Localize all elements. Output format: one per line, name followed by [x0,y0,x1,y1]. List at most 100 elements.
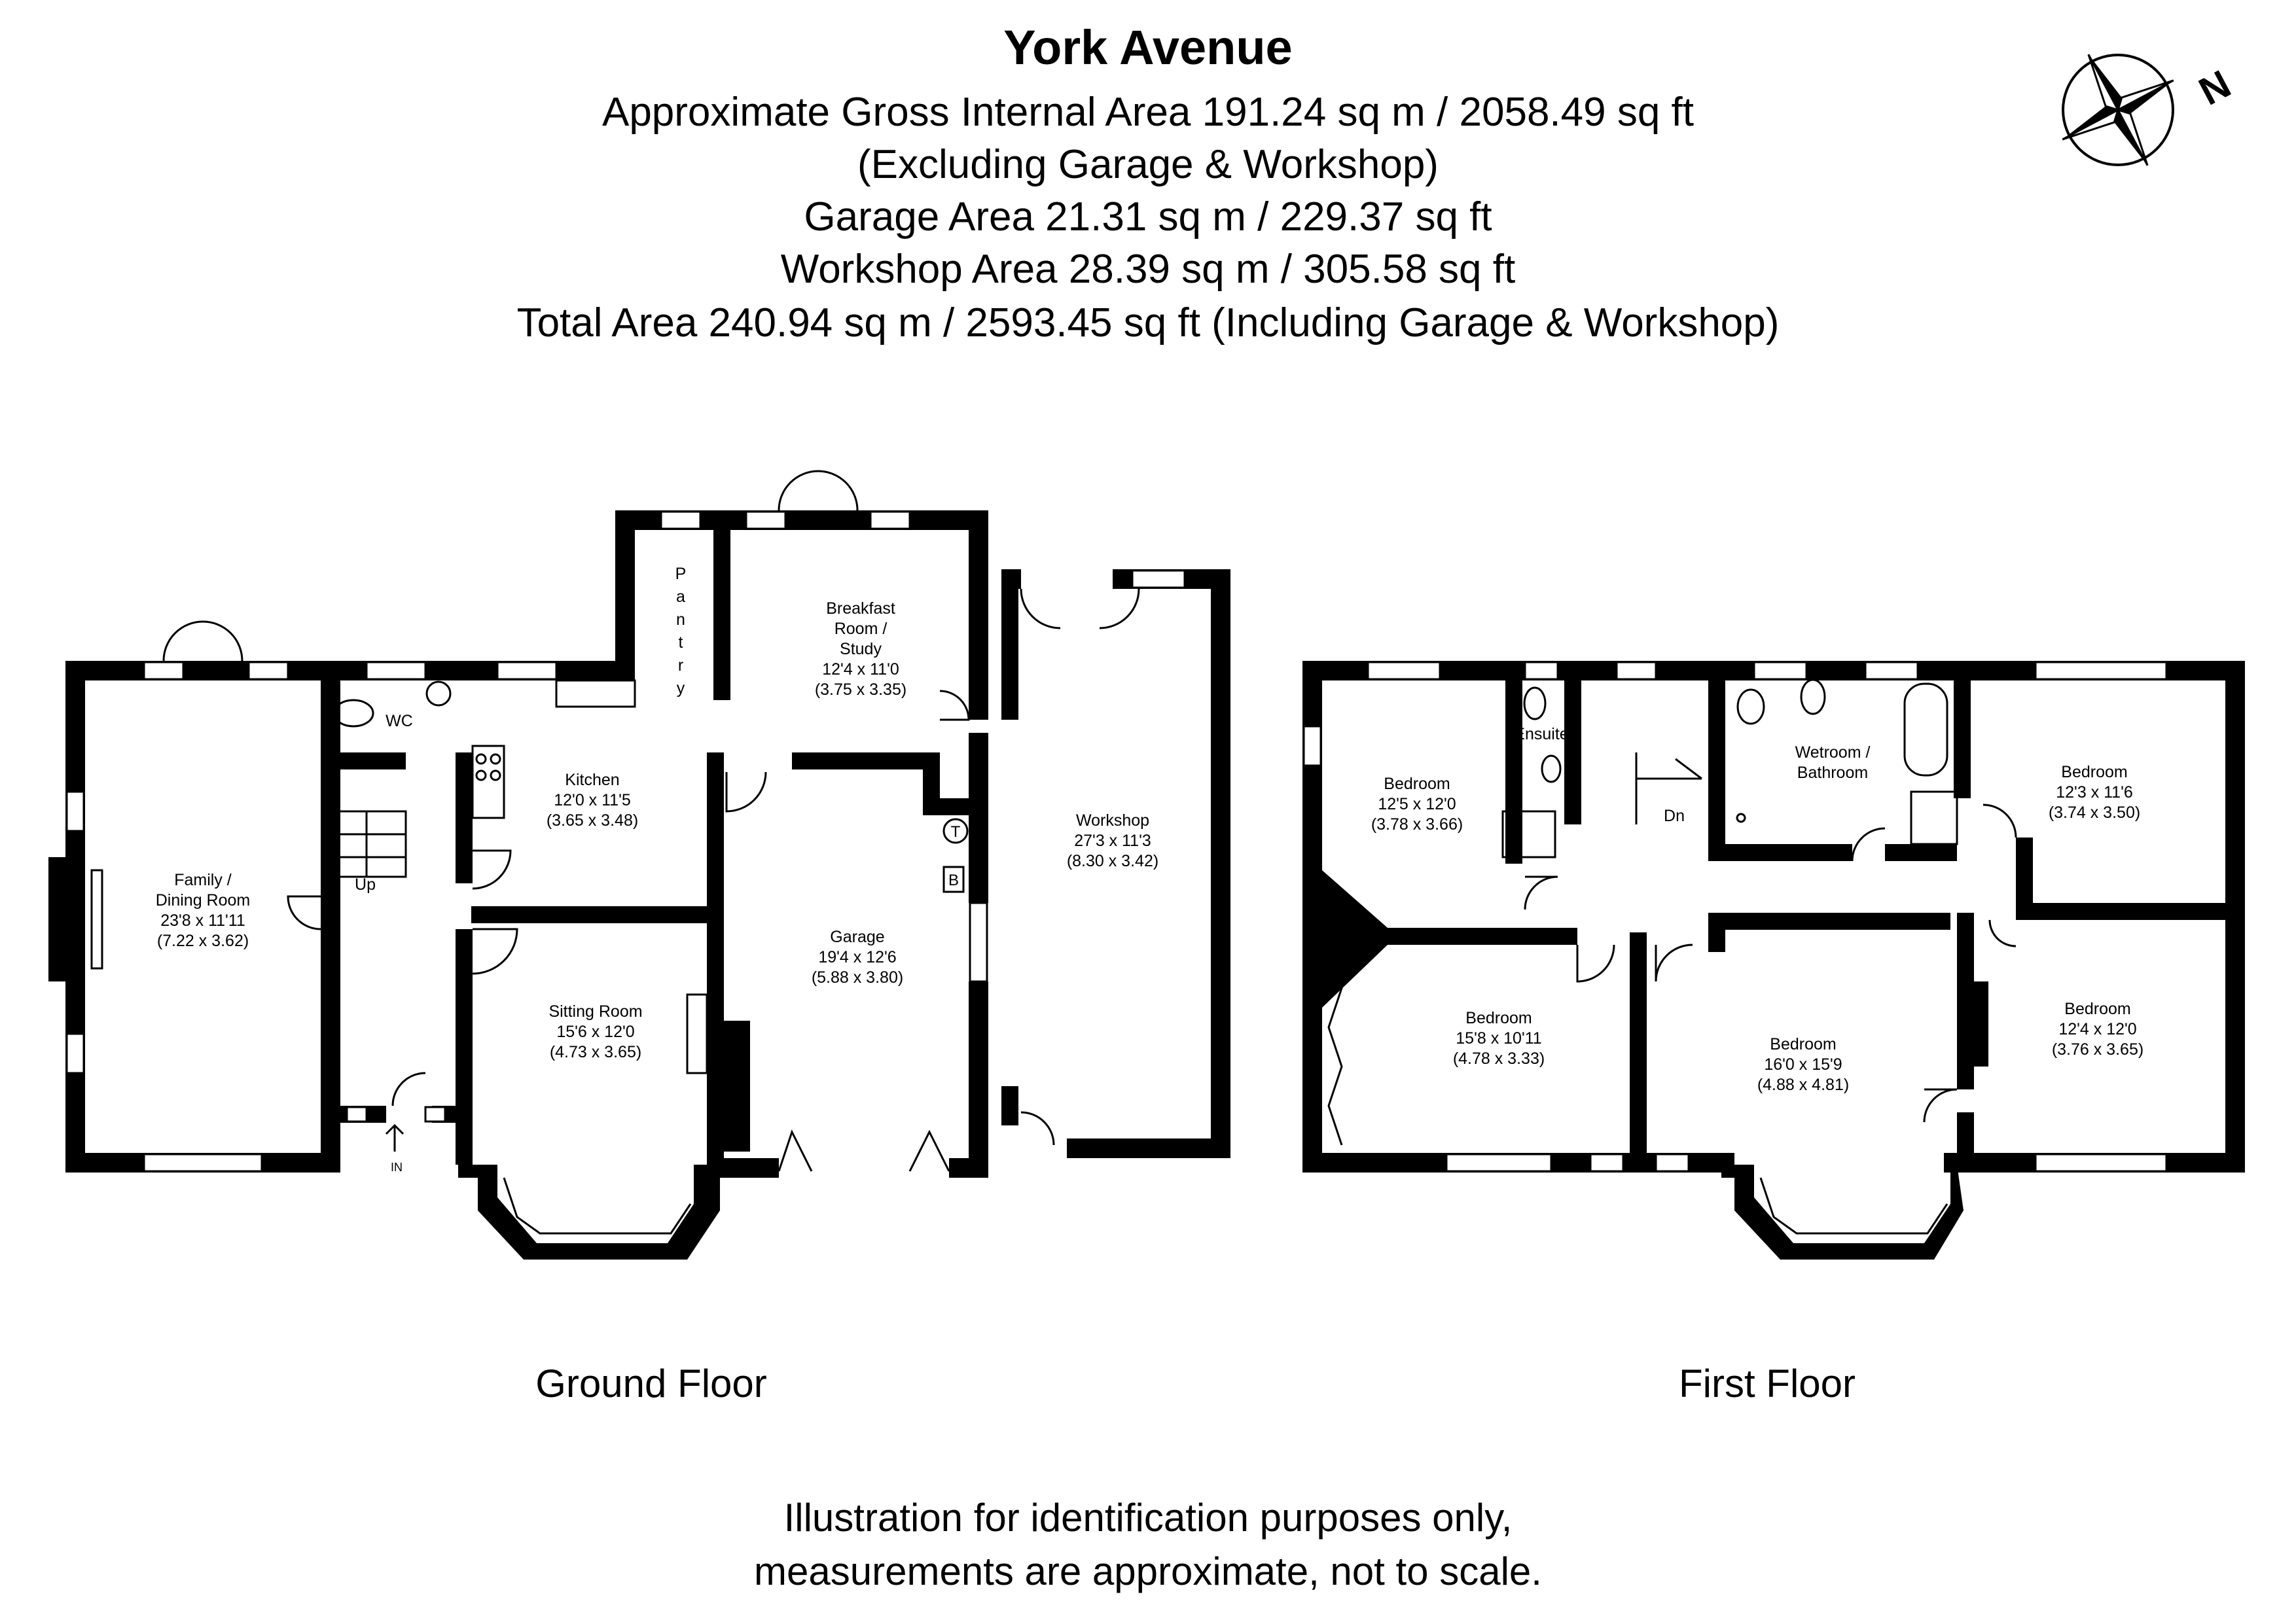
svg-text:19'4 x 12'6: 19'4 x 12'6 [818,948,896,966]
door [287,895,321,930]
wall [1885,844,1957,861]
sink-icon [555,679,636,708]
svg-text:12'3 x 11'6: 12'3 x 11'6 [2056,783,2133,802]
svg-text:Sitting Room: Sitting Room [548,1002,642,1021]
compass-north-label: N [2192,62,2238,114]
window [424,1106,446,1123]
room-garage: Garage 19'4 x 12'6 (5.88 x 3.80) [812,928,903,987]
toilet-icon [332,699,374,728]
wall [969,510,988,720]
window [745,510,787,530]
svg-text:Dining Room: Dining Room [156,891,251,909]
french-doors [778,470,859,511]
window [660,510,702,530]
bay-window [503,1177,692,1235]
bay-window [1759,1177,1948,1235]
window [969,902,988,983]
room-kitchen: Kitchen 12'0 x 11'5 (3.65 x 3.48) [547,771,638,830]
area-line-4: Workshop Area 28.39 sq m / 305.58 sq ft [781,247,1515,292]
bay-window-wall [1721,1165,1964,1260]
window [143,661,185,680]
window [1131,569,1186,589]
svg-text:(3.76 x 3.65): (3.76 x 3.65) [2052,1040,2144,1059]
hob-ring-icon [490,769,501,781]
window [869,510,911,530]
ground-floor-plan: T B IN Up Family / Dining Room 23'8 x 11… [48,470,1230,1405]
wall [1708,913,1950,930]
window [365,661,427,680]
svg-text:Room /: Room / [834,620,888,638]
bay-window-wall [458,1165,720,1260]
svg-text:Bedroom: Bedroom [1384,775,1450,793]
room-ensuite: Ensuite [1514,725,1568,743]
wall [1001,589,1018,720]
svg-text:(7.22 x 3.62): (7.22 x 3.62) [157,932,249,950]
first-floor-plan: Dn Bedroom 12'5 x 12'0 (3.78 x 3.66) Ens… [1302,661,2245,1405]
disclaimer-line-1: Illustration for identification purposes… [784,1496,1513,1540]
basin-icon [1541,754,1562,783]
window [1864,661,1919,680]
window [1302,725,1322,767]
wall [1067,1139,1230,1158]
window [1655,1153,1690,1173]
staircase [327,811,406,877]
wall [48,857,68,981]
area-line-5: Total Area 240.94 sq m / 2593.45 sq ft (… [517,300,1780,345]
svg-text:15'6 x 12'0: 15'6 x 12'0 [556,1023,634,1041]
svg-text:Kitchen: Kitchen [565,771,619,789]
wall [1630,932,1647,1158]
toilet-icon [1736,688,1765,725]
window [1445,1153,1552,1173]
wall [1001,569,1021,589]
window [1367,661,1441,680]
window [1753,661,1808,680]
hob-icon [471,745,505,819]
window [1615,661,1657,680]
shower-drain-icon [1736,813,1746,823]
stairs-up-label: Up [355,875,376,894]
door [1851,827,1886,862]
svg-text:12'4 x 12'0: 12'4 x 12'0 [2058,1020,2136,1038]
wall [65,661,85,1171]
disclaimer-line-2: measurements are approximate, not to sca… [754,1549,1542,1593]
stairs-down-label: Dn [1664,807,1685,825]
svg-text:12'5 x 12'0: 12'5 x 12'0 [1378,795,1456,813]
svg-text:Bedroom: Bedroom [1465,1009,1532,1027]
french-doors [162,620,243,662]
room-bedroom-5: Bedroom 12'4 x 12'0 (3.76 x 3.65) [2052,1000,2144,1059]
door [1576,944,1615,983]
french-doors [1020,588,1140,629]
window [65,1033,85,1074]
wall [1957,913,1974,1089]
window [1589,1153,1624,1173]
door [472,849,512,890]
window [346,1106,368,1123]
svg-text:(4.73 x 3.65): (4.73 x 3.65) [550,1043,641,1061]
svg-text:(8.30 x 3.42): (8.30 x 3.42) [1067,852,1158,870]
door [1988,919,2017,947]
wall [1505,680,1522,864]
wall [456,929,473,1165]
window [2034,661,2168,680]
wall [615,510,635,680]
window [496,661,558,680]
door [1923,1088,1958,1123]
door [391,1072,426,1106]
room-workshop: Workshop 27'3 x 11'3 (8.30 x 3.42) [1067,811,1158,870]
svg-text:a: a [676,588,685,606]
svg-text:Study: Study [840,640,882,658]
room-family-dining: Family / Dining Room 23'8 x 11'11 (7.22 … [156,871,251,950]
svg-text:Bedroom: Bedroom [2064,1000,2130,1018]
svg-text:16'0 x 15'9: 16'0 x 15'9 [1764,1055,1842,1074]
wall [471,906,720,923]
area-line-1: Approximate Gross Internal Area 191.24 s… [602,90,1694,135]
wall [792,752,936,769]
header: York Avenue Approximate Gross Internal A… [517,20,1780,345]
wall [707,1021,750,1152]
wall [969,981,988,1178]
fireplace [90,869,103,970]
wall [1708,680,1725,857]
compass-rose-icon: N [2062,54,2238,166]
bath-icon [1903,682,1948,777]
window [247,661,289,680]
